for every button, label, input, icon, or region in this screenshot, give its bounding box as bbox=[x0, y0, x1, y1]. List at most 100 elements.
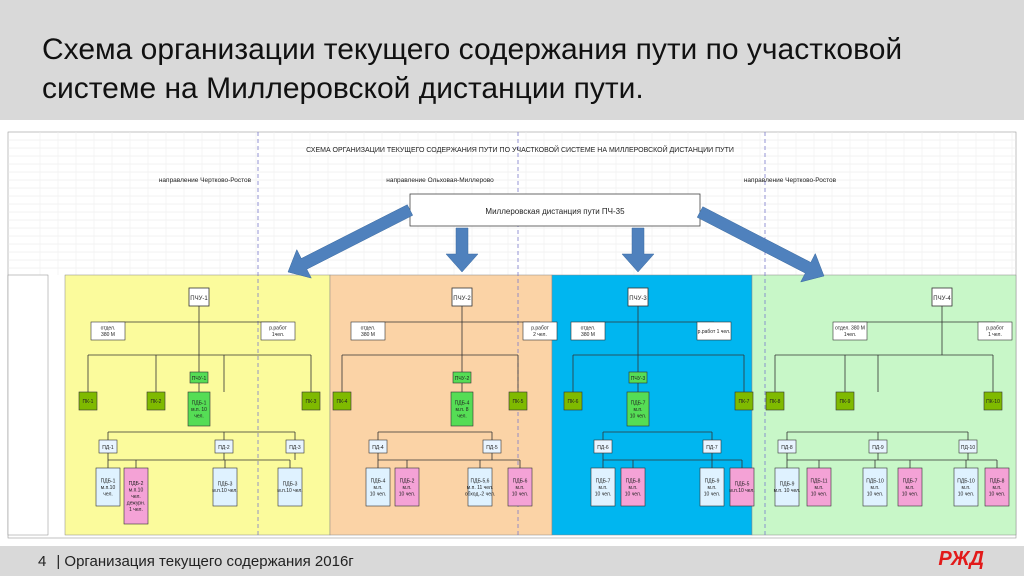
section-3-left-note-text-line: 380 М bbox=[581, 332, 595, 338]
section-1-pdb-box bbox=[212, 467, 238, 507]
section-3-pchu-sub-box bbox=[626, 391, 650, 427]
footer-caption: | Организация текущего содержания 2016г bbox=[56, 553, 354, 570]
section-2-pdb-text-line: м.п. bbox=[403, 485, 412, 491]
section-2-pdb-text-line: 10 чел. bbox=[370, 491, 386, 497]
section-2-pdb-text-line: ПДБ-2 bbox=[400, 478, 415, 484]
section-2-pk-label: ПК-4 bbox=[337, 399, 348, 405]
section-2-pchu-label: ПЧУ-2 bbox=[455, 376, 470, 382]
section-3-pch-label: ПЧУ-3 bbox=[629, 296, 647, 302]
section-1-pchu-label: ПЧУ-1 bbox=[192, 376, 207, 382]
section-2-pdb-text-line: м.п. 11 чел. bbox=[467, 485, 493, 491]
section-3-pdb-box bbox=[729, 467, 755, 507]
section-4-pdb-box bbox=[806, 467, 832, 507]
section-3-pdb-text-line: ПДБ-9 bbox=[705, 478, 720, 484]
section-4-pdb-text-line: 10 чел. bbox=[867, 491, 883, 497]
section-3-pk-box bbox=[734, 391, 754, 411]
section-4-pdb-box bbox=[862, 467, 888, 507]
section-1-pd-label: ПД-3 bbox=[289, 445, 301, 451]
section-3-pdb-text-line: 10 чел. bbox=[625, 491, 641, 497]
section-2-pdb-text-line: м.п. bbox=[374, 485, 383, 491]
section-4-pdb-text-line: м.п. bbox=[815, 485, 824, 491]
section-1-pdb-text-line: ПДБ-1 bbox=[101, 478, 116, 484]
slide-footer: 4 | Организация текущего содержания 2016г… bbox=[0, 546, 1024, 576]
section-4-pk-box bbox=[765, 391, 785, 411]
section-4-pdb-text-line: ПДБ-8 bbox=[990, 478, 1005, 484]
section-2-pdb-text-line: м.п. bbox=[516, 485, 525, 491]
section-4-pdb-text-line: ПДБ-10 bbox=[866, 478, 884, 484]
section-4-pd-label: ПД-8 bbox=[781, 445, 793, 451]
section-3-right-note-text-line: р.работ 1 чел. bbox=[698, 329, 731, 335]
section-2-pd-label: ПД-4 bbox=[372, 445, 384, 451]
section-1-pch-label: ПЧУ-1 bbox=[190, 296, 208, 302]
section-1-pk-box bbox=[146, 391, 166, 411]
section-2-pdb-text-line: 10 чел. bbox=[512, 491, 528, 497]
section-3-pchu-box bbox=[628, 371, 648, 384]
section-2-pdb-text-line: обход.-2 чел. bbox=[465, 491, 495, 497]
section-4-pd-label: ПД-9 bbox=[872, 445, 884, 451]
section-4-pk-box bbox=[983, 391, 1003, 411]
section-1-pdb-text-line: 1 чел. bbox=[129, 507, 143, 513]
slide-title: Схема организации текущего содержания пу… bbox=[42, 33, 903, 105]
section-2-pk-box bbox=[332, 391, 352, 411]
arrow-2 bbox=[445, 227, 479, 273]
section-2-right-note-text-line: р.работ bbox=[531, 326, 549, 332]
section-3-pdb-text-line: ПДБ-8 bbox=[626, 478, 641, 484]
section-3-left-note-text-line: отдел. bbox=[581, 326, 596, 332]
section-4-right-note bbox=[977, 321, 1013, 341]
section-1-left-note bbox=[90, 321, 126, 341]
section-3-pdb-text-line: м.п. bbox=[629, 485, 638, 491]
page-number: 4 bbox=[38, 553, 47, 570]
org-diagram: СХЕМА ОРГАНИЗАЦИИ ТЕКУЩЕГО СОДЕРЖАНИЯ ПУ… bbox=[0, 130, 1024, 544]
section-2-pk-box bbox=[508, 391, 528, 411]
arrow-4 bbox=[696, 206, 825, 283]
section-4-pdb-box bbox=[774, 467, 800, 507]
section-1-pdb-text-line: м.п.10 bbox=[129, 487, 144, 493]
section-3-pdb-text-line: 10 чел. bbox=[704, 491, 720, 497]
section-4-pk-label: ПК-9 bbox=[840, 399, 851, 405]
section-1-pchu-box bbox=[189, 371, 209, 384]
section-4-pdb-text-line: м.п. bbox=[962, 485, 971, 491]
section-4-pdb-text-line: ПДБ-10 bbox=[957, 478, 975, 484]
section-1-pd-label: ПД-2 bbox=[218, 445, 230, 451]
section-1-pdb-text-line: ПДБ-3 bbox=[283, 482, 298, 488]
section-3-pdb-box bbox=[699, 467, 725, 507]
section-1-pk-box bbox=[301, 391, 321, 411]
section-4-pdb-text-line: 10 чел. bbox=[989, 491, 1005, 497]
section-1-right-note-text-line: р.работ bbox=[269, 326, 287, 332]
section-2-pdb-text-line: ПДБ-5,6 bbox=[471, 478, 490, 484]
section-1-pdb-text-line: ПДБ-2 bbox=[129, 481, 144, 487]
section-1-pk-label: ПК-3 bbox=[306, 399, 317, 405]
section-1-pk-label: ПК-1 bbox=[83, 399, 94, 405]
section-3-pk-label: ПК-7 bbox=[739, 399, 750, 405]
section-4-pdb-text-line: 10 чел. bbox=[811, 491, 827, 497]
footer-text-block: 4 | Организация текущего содержания 2016г bbox=[38, 553, 354, 570]
section-2-pdb-text-line: 10 чел. bbox=[399, 491, 415, 497]
section-3-pk-box bbox=[563, 391, 583, 411]
section-3-pd-label: ПД-6 bbox=[597, 445, 609, 451]
section-1-pchu-sub-text-line: м.п. 10 bbox=[191, 407, 207, 413]
section-1-pk-label: ПК-2 bbox=[151, 399, 162, 405]
section-4-pdb-text-line: ПДБ-9 bbox=[780, 482, 795, 488]
rzd-logo: РЖД bbox=[938, 548, 984, 570]
section-2-pdb-text-line: ПДБ-6 bbox=[513, 478, 528, 484]
section-2-pk-label: ПК-5 bbox=[513, 399, 524, 405]
section-4-right-note-text-line: р.работ bbox=[986, 326, 1004, 332]
section-1-left-note-text-line: отдел. bbox=[101, 326, 116, 332]
section-1-pdb-box bbox=[277, 467, 303, 507]
section-3-pdb-box bbox=[620, 467, 646, 507]
section-1-pdb-text-line: чел. bbox=[131, 494, 141, 500]
section-4-pch-label: ПЧУ-4 bbox=[933, 296, 951, 302]
section-2-left-note-text-line: отдел. bbox=[361, 326, 376, 332]
left-margin-cell bbox=[7, 274, 49, 536]
section-3-pdb-text-line: м.п. bbox=[708, 485, 717, 491]
section-1-pchu-sub-text-line: ПДБ-1 bbox=[192, 400, 207, 406]
section-2-pdb-box bbox=[365, 467, 391, 507]
section-3-pdb-text-line: м.п.10 чел. bbox=[729, 488, 754, 494]
arrow-1 bbox=[287, 204, 414, 279]
direction-label-1: направление Чертково-Ростов bbox=[159, 177, 252, 184]
section-4-pdb-text-line: ПДБ-7 bbox=[903, 478, 918, 484]
root-label: Миллеровская дистанция пути ПЧ-35 bbox=[485, 207, 625, 216]
section-2-pdb-box bbox=[507, 467, 533, 507]
section-3-left-note bbox=[570, 321, 606, 341]
section-4-left-note-text-line: отдел. 380 М bbox=[835, 326, 865, 332]
